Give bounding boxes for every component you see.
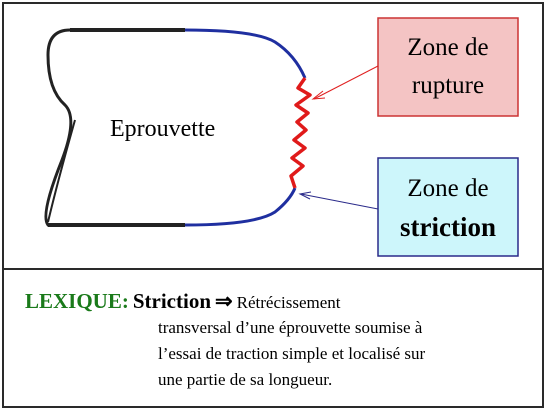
lexique-definition-line-1: Rétrécissement [236,293,341,312]
lexique-title: LEXIQUE: [25,289,129,313]
lexique-definition-line-2: transversal d’une éprouvette soumise à [158,318,423,337]
specimen-fold-line [47,119,76,223]
specimen-outline-left [44,28,85,227]
rupture-callout-line1: Zone de [407,34,488,61]
lexique-definition-line-3: l’essai de traction simple et localisé s… [158,344,426,363]
lexique-first-line: LEXIQUE: Striction ⇒ Rétrécissement [25,289,340,314]
rupture-callout-line2: rupture [412,72,484,99]
striction-arrowhead [298,191,312,200]
striction-callout-line1: Zone de [407,175,488,202]
striction-curve-top [184,28,307,79]
specimen-label: Eprouvette [110,116,215,142]
striction-arrow [300,193,379,210]
lexique-definition-line-4: une partie de sa longueur. [158,370,333,389]
implies-arrow-icon: ⇒ [215,289,233,313]
rupture-arrow [313,65,379,100]
striction-callout-box [377,157,519,257]
lexique-panel [2,268,544,408]
rupture-callout-box [377,17,519,117]
striction-callout-line2: striction [400,212,496,242]
striction-curve-bottom [184,187,297,227]
rupture-arrowhead [311,90,326,100]
lexique-term: Striction [132,289,212,313]
rupture-edge [289,76,312,189]
